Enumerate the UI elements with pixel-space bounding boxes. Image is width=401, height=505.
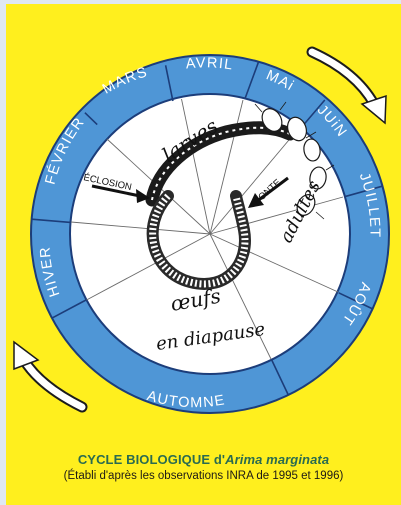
caption-title: CYCLE BIOLOGIQUE d'Arima marginata (6, 452, 401, 467)
clockwise-arrow-icon (14, 342, 82, 407)
caption: CYCLE BIOLOGIQUE d'Arima marginata (Étab… (6, 452, 401, 482)
caption-subtitle: (Établi d'après les observations INRA de… (6, 470, 401, 482)
month-label: AVRIL (185, 55, 234, 73)
